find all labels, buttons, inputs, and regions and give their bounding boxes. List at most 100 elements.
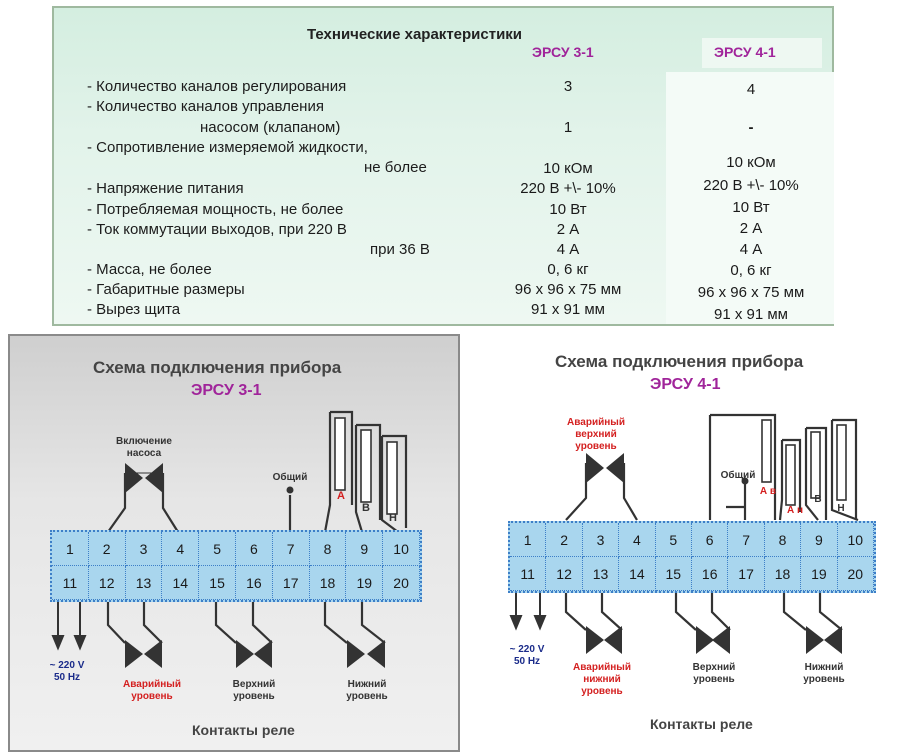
spec-label: - Количество каналов регулирования: [87, 78, 347, 95]
spec-value-ersu31: 220 В +\- 10%: [520, 180, 616, 197]
terminal-cell: 17: [728, 557, 765, 591]
upper-level-label: Верхний уровень: [674, 662, 754, 686]
terminal-cell: 4: [162, 532, 200, 566]
alarm-label: Аварийный уровень: [112, 679, 192, 703]
spec-label: - Ток коммутации выходов, при 220 В: [87, 221, 347, 238]
terminal-cell: 8: [764, 523, 802, 557]
alarm-low-line3: уровень: [581, 686, 623, 697]
electrode-a-label: А: [337, 490, 345, 502]
spec-value-ersu41: -: [748, 119, 754, 136]
upper-level-line1: Верхний: [692, 662, 736, 673]
spec-value-ersu41: 10 Вт: [732, 199, 770, 216]
terminal-cell: 1: [510, 523, 547, 557]
power-label-line1: ~ 220 V: [49, 660, 85, 671]
terminal-cell: 14: [162, 566, 200, 600]
terminal-cell: 9: [346, 532, 384, 566]
power-label-line1: ~ 220 V: [509, 644, 545, 655]
spec-value-ersu41: 0, 6 кг: [730, 262, 772, 279]
upper-level-line2: уровень: [693, 674, 735, 685]
terminal-cell: 10: [837, 523, 874, 557]
terminal-cell: 2: [88, 532, 126, 566]
power-label: ~ 220 V 50 Hz: [40, 660, 94, 684]
pump-label-line1: Включение: [116, 436, 172, 447]
terminal-cell: 16: [236, 566, 273, 600]
terminal-cell: 5: [199, 532, 236, 566]
terminal-cell: 9: [801, 523, 838, 557]
spec-value-ersu31: 4 А: [556, 241, 580, 258]
spec-value-ersu41: 220 В +\- 10%: [703, 177, 799, 194]
specs-title: Технические характеристики: [307, 26, 523, 43]
terminal-cell: 2: [546, 523, 583, 557]
spec-value-ersu41: 4 А: [739, 241, 763, 258]
alarm-low-label: Аварийный нижний уровень: [562, 662, 642, 698]
alarm-top-line2: верхний: [575, 429, 617, 440]
terminal-cell: 15: [655, 557, 692, 591]
diagram-model: ЭРСУ 3-1: [191, 382, 262, 399]
upper-level-line2: уровень: [233, 691, 275, 702]
spec-label: - Напряжение питания: [87, 180, 244, 197]
alarm-top-line3: уровень: [575, 441, 617, 452]
terminal-cell: 5: [655, 523, 692, 557]
spec-label: - Сопротивление измеряемой жидкости,: [87, 139, 368, 156]
electrode-av-label: А в: [759, 486, 777, 497]
terminal-cell: 7: [272, 532, 310, 566]
lower-level-line1: Нижний: [347, 679, 387, 690]
spec-label: не более: [364, 159, 427, 176]
alarm-label-line1: Аварийный: [123, 679, 181, 690]
terminal-cell: 20: [383, 566, 420, 600]
relays-caption: Контакты реле: [650, 716, 753, 732]
terminal-cell: 16: [692, 557, 729, 591]
terminal-cell: 7: [728, 523, 765, 557]
terminal-cell: 19: [346, 566, 384, 600]
col2-header-bg: [702, 38, 822, 68]
diagram-title: Схема подключения прибора: [555, 352, 804, 371]
spec-value-ersu31: 3: [563, 78, 573, 95]
alarm-top-label: Аварийный верхний уровень: [556, 417, 636, 453]
terminal-cell: 8: [309, 532, 347, 566]
terminal-cell: 19: [801, 557, 838, 591]
spec-value-ersu31: 1: [563, 119, 573, 136]
terminal-cell: 17: [272, 566, 310, 600]
terminal-cell: 11: [52, 566, 89, 600]
electrode-v-label: В: [362, 502, 370, 514]
spec-value-ersu41: 4: [746, 81, 756, 98]
terminal-cell: 14: [619, 557, 656, 591]
terminal-cell: 12: [88, 566, 126, 600]
terminal-cell: 6: [692, 523, 729, 557]
lower-level-label: Нижний уровень: [784, 662, 864, 686]
spec-label: насосом (клапаном): [200, 119, 341, 136]
terminal-cell: 18: [309, 566, 347, 600]
terminal-cell: 3: [125, 532, 163, 566]
electrode-n-label: Н: [389, 512, 397, 524]
spec-label: - Масса, не более: [87, 261, 212, 278]
terminal-cell: 18: [764, 557, 802, 591]
diagram-title: Схема подключения прибора: [93, 358, 342, 377]
lower-level-line1: Нижний: [804, 662, 844, 673]
terminal-cell: 6: [236, 532, 273, 566]
terminal-cell: 4: [619, 523, 656, 557]
relays-caption: Контакты реле: [192, 722, 295, 738]
upper-level-line1: Верхний: [232, 679, 276, 690]
lower-level-line2: уровень: [346, 691, 388, 702]
terminal-cell: 15: [199, 566, 236, 600]
spec-label: - Габаритные размеры: [87, 281, 245, 298]
alarm-low-line2: нижний: [583, 674, 621, 685]
electrode-v-label: В: [814, 494, 822, 505]
pump-label: Включение насоса: [108, 436, 180, 460]
terminal-cell: 12: [546, 557, 583, 591]
spec-label: - Вырез щита: [87, 301, 181, 318]
power-label: ~ 220 V 50 Hz: [500, 644, 554, 668]
terminal-cell: 20: [837, 557, 874, 591]
diagram-model: ЭРСУ 4-1: [650, 376, 721, 393]
spec-value-ersu31: 10 кОм: [543, 160, 593, 177]
spec-value-ersu31: 0, 6 кг: [547, 261, 589, 278]
lower-level-label: Нижний уровень: [327, 679, 407, 703]
spec-value-ersu31: 91 х 91 мм: [531, 301, 605, 318]
lower-level-line2: уровень: [803, 674, 845, 685]
spec-value-ersu31: 10 Вт: [549, 201, 587, 218]
upper-level-label: Верхний уровень: [214, 679, 294, 703]
terminal-cell: 13: [125, 566, 163, 600]
